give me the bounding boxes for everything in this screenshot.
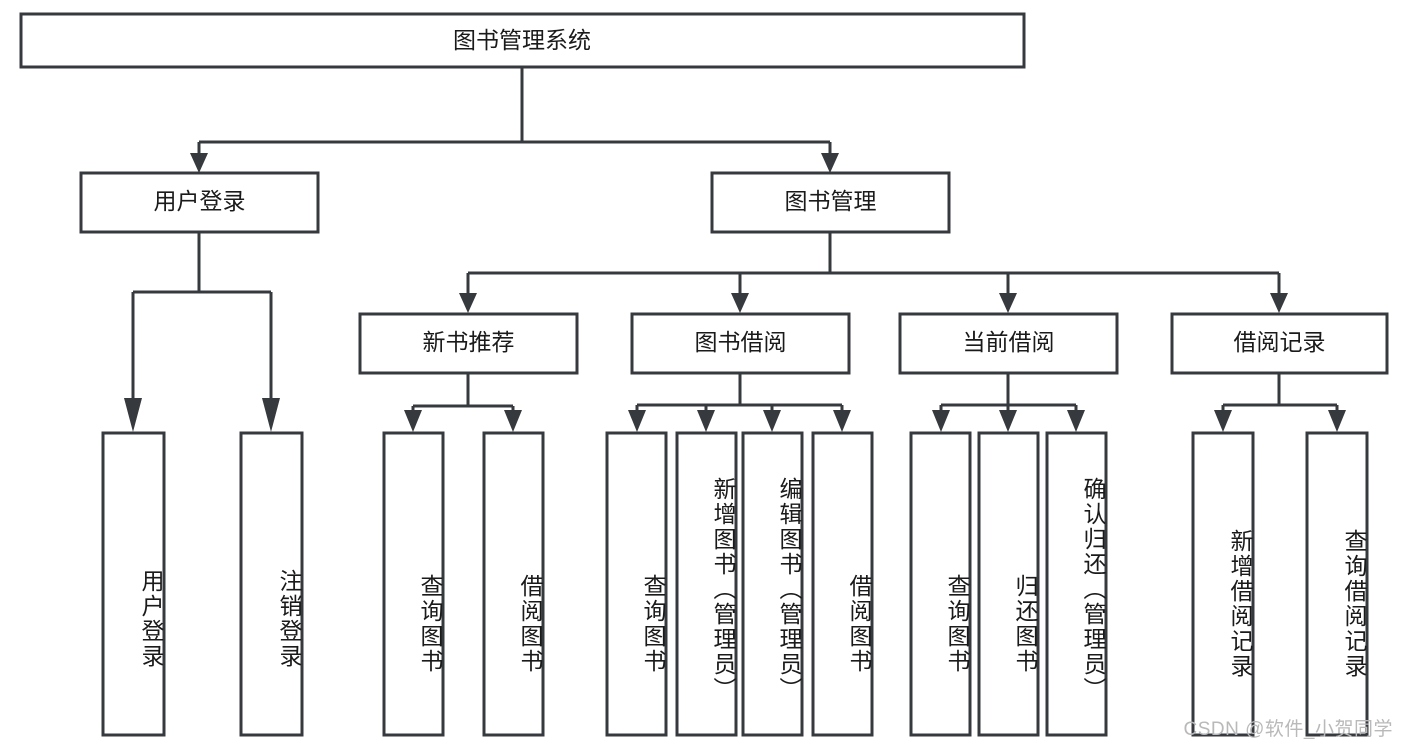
connector-group-book-mgmt [459,232,1288,313]
leaf-nb-query-book-box[interactable] [382,431,445,737]
node-user-login-box[interactable] [79,171,320,234]
leaf-user-login-box[interactable] [101,431,166,737]
node-current-borrow-label: 当前借阅 [963,329,1055,355]
csdn-watermark: CSDN @软件_小贺同学 [1183,719,1393,740]
arrow-head-br-query-record [1328,410,1346,432]
node-borrow-record-label: 借阅记录 [1234,329,1326,355]
arrow-head-borrow-record [1270,293,1288,313]
arrow-head-leaf-logout [262,398,280,432]
leaf-bb-add-book-box[interactable] [675,431,738,737]
arrow-head-nb-borrow-book [504,410,522,432]
arrow-head-user-login [190,153,208,173]
arrow-head-cb-confirm-return [1067,410,1085,432]
node-borrow-record-box[interactable] [1170,312,1389,375]
leaf-cb-confirm-return-box[interactable] [1045,431,1108,737]
leaf-logout-box[interactable] [239,431,304,737]
node-root-label: 图书管理系统 [453,27,591,53]
node-book-borrow-box[interactable] [630,312,851,375]
leaf-br-add-record-box[interactable] [1191,431,1255,737]
leaf-bb-edit-book-box[interactable] [741,431,804,737]
arrow-head-new-book [459,293,477,313]
arrow-head-bb-add-book [697,410,715,432]
node-book-management-label: 图书管理 [785,188,877,214]
arrow-head-book-borrow [731,293,749,313]
node-new-book-recommend-label: 新书推荐 [423,329,515,355]
arrow-head-current-borrow [999,293,1017,313]
leaf-bb-borrow-book-box[interactable] [811,431,874,737]
arrow-head-leaf-user-login [124,398,142,432]
connector-group-borrow-record [1214,373,1346,432]
leaf-cb-query-book-box[interactable] [909,431,972,737]
arrow-head-nb-query-book [404,410,422,432]
node-book-management-box[interactable] [710,171,951,234]
arrow-head-cb-query-book [932,410,950,432]
arrow-head-bb-edit-book [763,410,781,432]
arrow-head-bb-borrow-book [833,410,851,432]
leaf-bb-query-book-box[interactable] [605,431,668,737]
connector-group-new-book [404,373,522,432]
arrow-head-br-add-record [1214,410,1232,432]
arrow-head-cb-return-book [999,410,1017,432]
connector-group-root [190,67,839,173]
node-root-box[interactable] [19,12,1026,69]
node-current-borrow-box[interactable] [898,312,1119,375]
node-user-login-label: 用户登录 [154,188,246,214]
node-book-borrow-label: 图书借阅 [695,329,787,355]
arrow-head-book-mgmt [821,153,839,173]
node-new-book-recommend-box[interactable] [358,312,579,375]
leaf-nb-borrow-book-box[interactable] [482,431,545,737]
connector-group-current-borrow [932,373,1085,432]
connector-group-book-borrow [628,373,851,432]
connector-group-user-login [124,232,280,432]
leaf-br-query-record-box[interactable] [1305,431,1369,737]
leaf-cb-return-book-box[interactable] [977,431,1040,737]
arrow-head-bb-query-book [628,410,646,432]
